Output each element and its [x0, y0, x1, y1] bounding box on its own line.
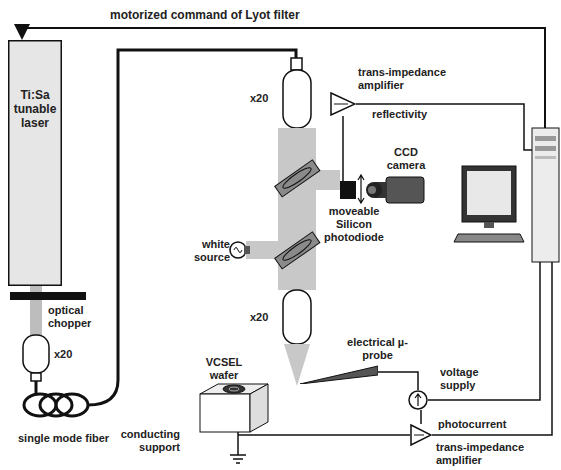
- amplifier-symbol-outline: [330, 92, 356, 116]
- ccd-camera: [366, 177, 424, 203]
- chopper-blade: [10, 292, 86, 300]
- beamsplitter: [275, 232, 320, 269]
- part-label: x20: [54, 348, 84, 361]
- fiber-coil: [24, 50, 296, 416]
- lamp-symbol: [230, 242, 250, 258]
- photodiode-symbol-outline: [340, 181, 356, 199]
- voltage-source-outline: [408, 390, 428, 410]
- part-label: photocurrent: [438, 418, 518, 431]
- node-label: electrical µ-probe: [340, 336, 415, 362]
- photodiode-symbol: moveable Silicon photodiode: [340, 181, 356, 199]
- part-label: VCSEL wafer: [196, 356, 252, 382]
- beamsplitter: [275, 160, 320, 197]
- conducting-support: [200, 384, 268, 432]
- part-label: reflectivity: [372, 108, 452, 121]
- part-label: x20: [250, 311, 280, 324]
- part-label: conducting support: [100, 428, 180, 454]
- objective-lens: [283, 70, 311, 128]
- probe-symbol-outline: [300, 364, 378, 384]
- fiber-objective: [23, 335, 49, 373]
- focused-beam: [284, 344, 310, 386]
- part-label: CCD camera: [376, 146, 436, 172]
- laser-box-outline: [8, 40, 62, 286]
- ground-wire: [230, 432, 410, 463]
- node-label: Ti:Sa tunable laser: [10, 88, 60, 130]
- laser-box: Ti:Sa tunable laser: [8, 40, 62, 286]
- line-label: motorized command of Lyot filter: [110, 8, 430, 22]
- amplifier-symbol-outline: [410, 424, 432, 446]
- part-label: single mode fiber: [18, 432, 138, 445]
- part-label: optical chopper: [48, 304, 112, 330]
- amplifier-symbol: trans-impedance amplifier: [330, 92, 356, 116]
- fiber-coupler: [291, 58, 302, 70]
- node-label: voltage supply: [440, 366, 502, 392]
- amplifier-symbol: trans-impedance amplifier: [410, 424, 432, 446]
- computer: [454, 128, 559, 262]
- node-label: moveable Silicon photodiode: [318, 205, 390, 244]
- fiber-coupler: [31, 373, 41, 381]
- command-line: [22, 28, 545, 128]
- move-arrow: [358, 175, 364, 203]
- signal-wire: [356, 104, 552, 435]
- wire-connector: [378, 372, 418, 390]
- part-label: white source: [168, 238, 230, 264]
- node-label: trans-impedance amplifier: [436, 441, 541, 467]
- wire-connector: [420, 410, 422, 424]
- wire-connector: [342, 116, 344, 181]
- objective-lens: [283, 290, 311, 344]
- voltage-source: voltage supply: [408, 390, 428, 410]
- node-label: trans-impedance amplifier: [358, 66, 463, 92]
- white-light-beam: [246, 241, 282, 259]
- probe-symbol: electrical µ-probe: [300, 364, 378, 384]
- part-label: x20: [250, 92, 280, 105]
